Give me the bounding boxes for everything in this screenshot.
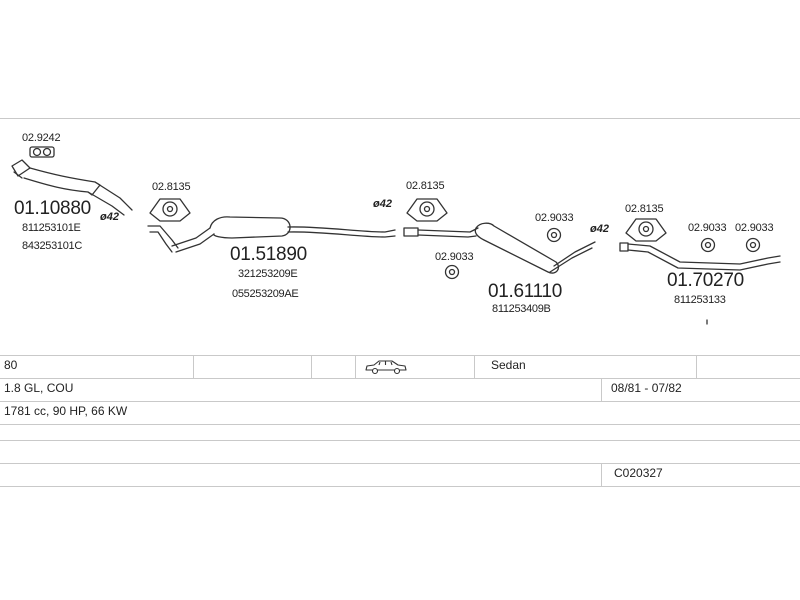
- years-cell: 08/81 - 07/82: [611, 381, 682, 395]
- accessory-label: 02.9033: [735, 222, 774, 234]
- middle-silencer-part: [147, 216, 396, 253]
- oem-number: 321253209E: [238, 268, 298, 280]
- reference-cell: C020327: [614, 466, 663, 480]
- tail-pipe-part: [619, 242, 781, 271]
- rubber-hanger-icon: [444, 264, 460, 280]
- rubber-hanger-icon: [745, 237, 761, 253]
- accessory-label: 02.8135: [152, 181, 191, 193]
- part-code: 01.10880: [14, 198, 91, 219]
- accessory-label: 02.8135: [406, 180, 445, 192]
- intermediate-silencer-part: [403, 222, 596, 274]
- accessory-label: 02.8135: [625, 203, 664, 215]
- accessory-label: 02.9242: [22, 132, 61, 144]
- oem-number: 811253101E: [22, 222, 81, 234]
- engine-cell: 1.8 GL, COU: [4, 381, 74, 395]
- top-border: [0, 118, 800, 119]
- sedan-car-icon: [365, 360, 407, 375]
- oem-number: 811253133: [674, 294, 726, 306]
- body-type-cell: Sedan: [491, 358, 526, 372]
- part-code: 01.61110: [488, 281, 563, 302]
- accessory-label: 02.9033: [535, 212, 574, 224]
- part-code: 01.70270: [667, 270, 744, 291]
- clamp-icon: [29, 146, 55, 158]
- diameter-label: ø42: [590, 223, 609, 235]
- part-code: 01.51890: [230, 244, 307, 265]
- diameter-label: ø42: [373, 198, 392, 210]
- accessory-label: 02.9033: [688, 222, 727, 234]
- oem-number: 843253101C: [22, 240, 83, 252]
- gasket-icon: [625, 218, 667, 242]
- model-cell: 80: [4, 358, 18, 372]
- rubber-hanger-icon: [700, 237, 716, 253]
- specs-cell: 1781 cc, 90 HP, 66 KW: [4, 404, 128, 418]
- accessory-label: 02.9033: [435, 251, 474, 263]
- gasket-icon: [406, 198, 448, 222]
- diameter-label: ø42: [100, 211, 119, 223]
- exhaust-drawing: [11, 146, 781, 325]
- oem-number: 811253409B: [492, 303, 551, 315]
- front-pipe-part: [11, 159, 133, 216]
- gasket-icon: [149, 198, 191, 222]
- rubber-hanger-icon: [546, 227, 562, 243]
- oem-number: 055253209AE: [232, 288, 299, 300]
